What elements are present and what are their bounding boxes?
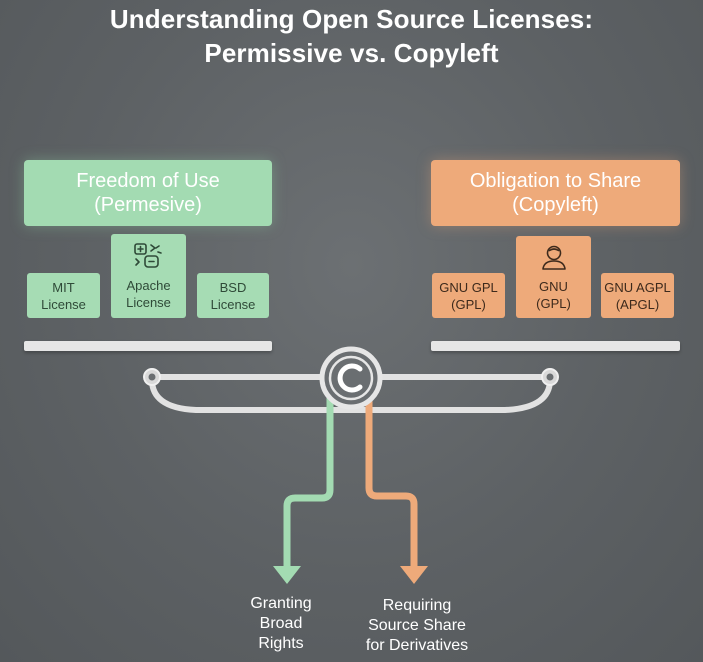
permissive-heading-line-1: Freedom of Use	[76, 170, 220, 192]
right-scale-pan	[431, 341, 680, 351]
copyleft-outcome-line-1: Requiring	[382, 597, 452, 614]
permissive-arrow-head	[273, 566, 301, 584]
permissive-heading-line-2: (Permesive)	[94, 194, 202, 216]
title-line-1: Understanding Open Source Licenses:	[109, 4, 594, 34]
copyright-icon	[319, 346, 383, 410]
gnu-line-2: (GPL)	[536, 296, 571, 311]
mit-license-line-1: MIT	[52, 279, 75, 295]
gnu-line-1: GNU	[539, 279, 568, 294]
apache-license-line-1: Apache	[126, 278, 171, 293]
bsd-license-line-2: License	[210, 296, 256, 312]
scale-arm-curve	[148, 374, 554, 413]
permissive-arrow	[283, 398, 334, 568]
title-line-2: Permissive vs. Copyleft	[204, 38, 499, 68]
copyleft-arrow	[365, 398, 418, 568]
gnu-gpl-box: GNU GPL (GPL)	[432, 273, 505, 318]
gnu-gpl-line-2: (GPL)	[451, 296, 486, 312]
copyleft-heading: Obligation to Share (Copyleft)	[431, 160, 680, 226]
copyleft-outcome: Requiring Source Share for Derivatives	[352, 596, 482, 656]
copyleft-arrow-head	[400, 566, 428, 584]
copyleft-heading-line-1: Obligation to Share	[469, 170, 642, 192]
right-pivot-knob-inner	[546, 373, 554, 381]
left-pivot-knob-inner	[148, 373, 156, 381]
gnu-agpl-box: GNU AGPL (APGL)	[601, 273, 674, 318]
mit-license-box: MIT License	[27, 273, 100, 318]
permissive-outcome-line-3: Rights	[258, 635, 304, 652]
left-scale-pan	[24, 341, 272, 351]
permissive-heading: Freedom of Use (Permesive)	[24, 160, 272, 226]
gnu-agpl-line-1: GNU AGPL	[604, 279, 671, 295]
gears-icon	[132, 241, 166, 275]
bsd-license-box: BSD License	[197, 273, 269, 318]
mit-license-line-2: License	[41, 296, 86, 312]
apache-license-box: Apache License	[111, 234, 186, 318]
gnu-gpl-line-1: GNU GPL	[439, 279, 498, 295]
copyleft-heading-line-2: (Copyleft)	[512, 194, 599, 216]
copyleft-outcome-line-2: Source Share	[368, 617, 466, 634]
user-icon	[539, 242, 569, 276]
bsd-license-line-1: BSD	[219, 279, 247, 295]
permissive-outcome-line-2: Broad	[259, 615, 303, 632]
permissive-outcome: Granting Broad Rights	[231, 594, 331, 654]
apache-license-line-2: License	[126, 295, 171, 310]
copyleft-outcome-line-3: for Derivatives	[365, 637, 469, 654]
gnu-agpl-line-2: (APGL)	[615, 296, 660, 312]
permissive-outcome-line-1: Granting	[250, 595, 312, 612]
gnu-box: GNU (GPL)	[516, 236, 591, 318]
